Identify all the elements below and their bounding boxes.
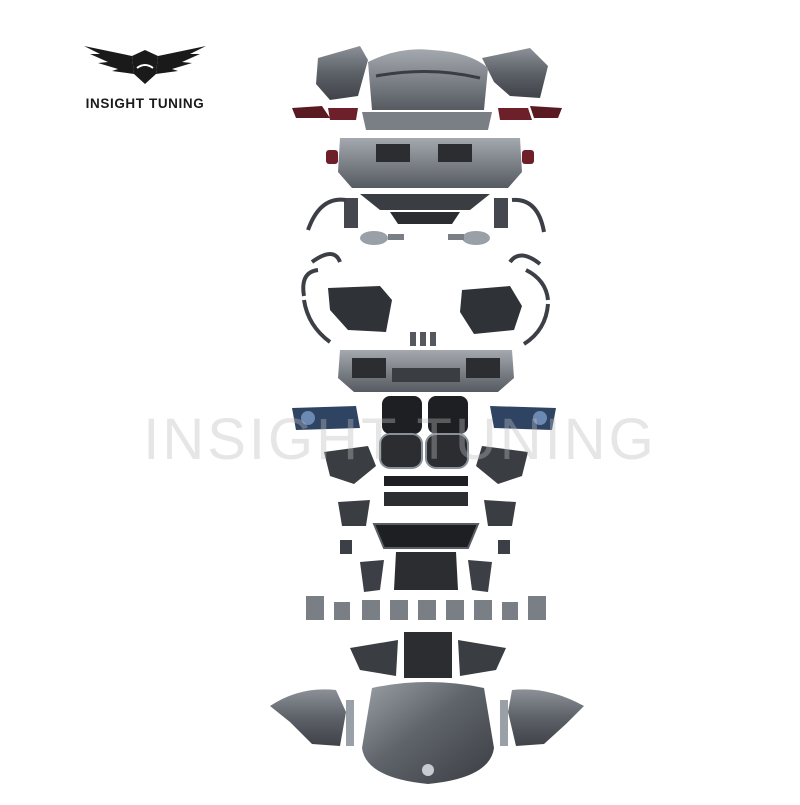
fog-light-surrounds bbox=[324, 446, 528, 526]
brand-logo: INSIGHT TUNING bbox=[62, 44, 228, 118]
small-brackets bbox=[410, 332, 436, 346]
front-bumper bbox=[338, 350, 514, 392]
rear-quarter-panels bbox=[316, 46, 548, 100]
kidney-grilles bbox=[379, 396, 469, 469]
hood bbox=[362, 682, 494, 784]
underbody-shields bbox=[350, 632, 506, 678]
rear-bumper bbox=[326, 138, 534, 188]
wheel-arch-trims bbox=[301, 197, 550, 346]
taillights bbox=[292, 106, 562, 120]
wheel-arch-liners bbox=[328, 286, 522, 334]
winged-shield-icon bbox=[84, 46, 206, 84]
rear-diffuser-exhaust bbox=[344, 194, 508, 245]
mounting-hardware-row bbox=[306, 596, 546, 620]
headlights bbox=[292, 406, 556, 430]
lower-grilles bbox=[372, 476, 480, 549]
front-fenders bbox=[270, 689, 584, 746]
brand-name: INSIGHT TUNING bbox=[85, 96, 205, 111]
tailgate bbox=[362, 49, 492, 130]
side-brackets bbox=[340, 540, 510, 592]
